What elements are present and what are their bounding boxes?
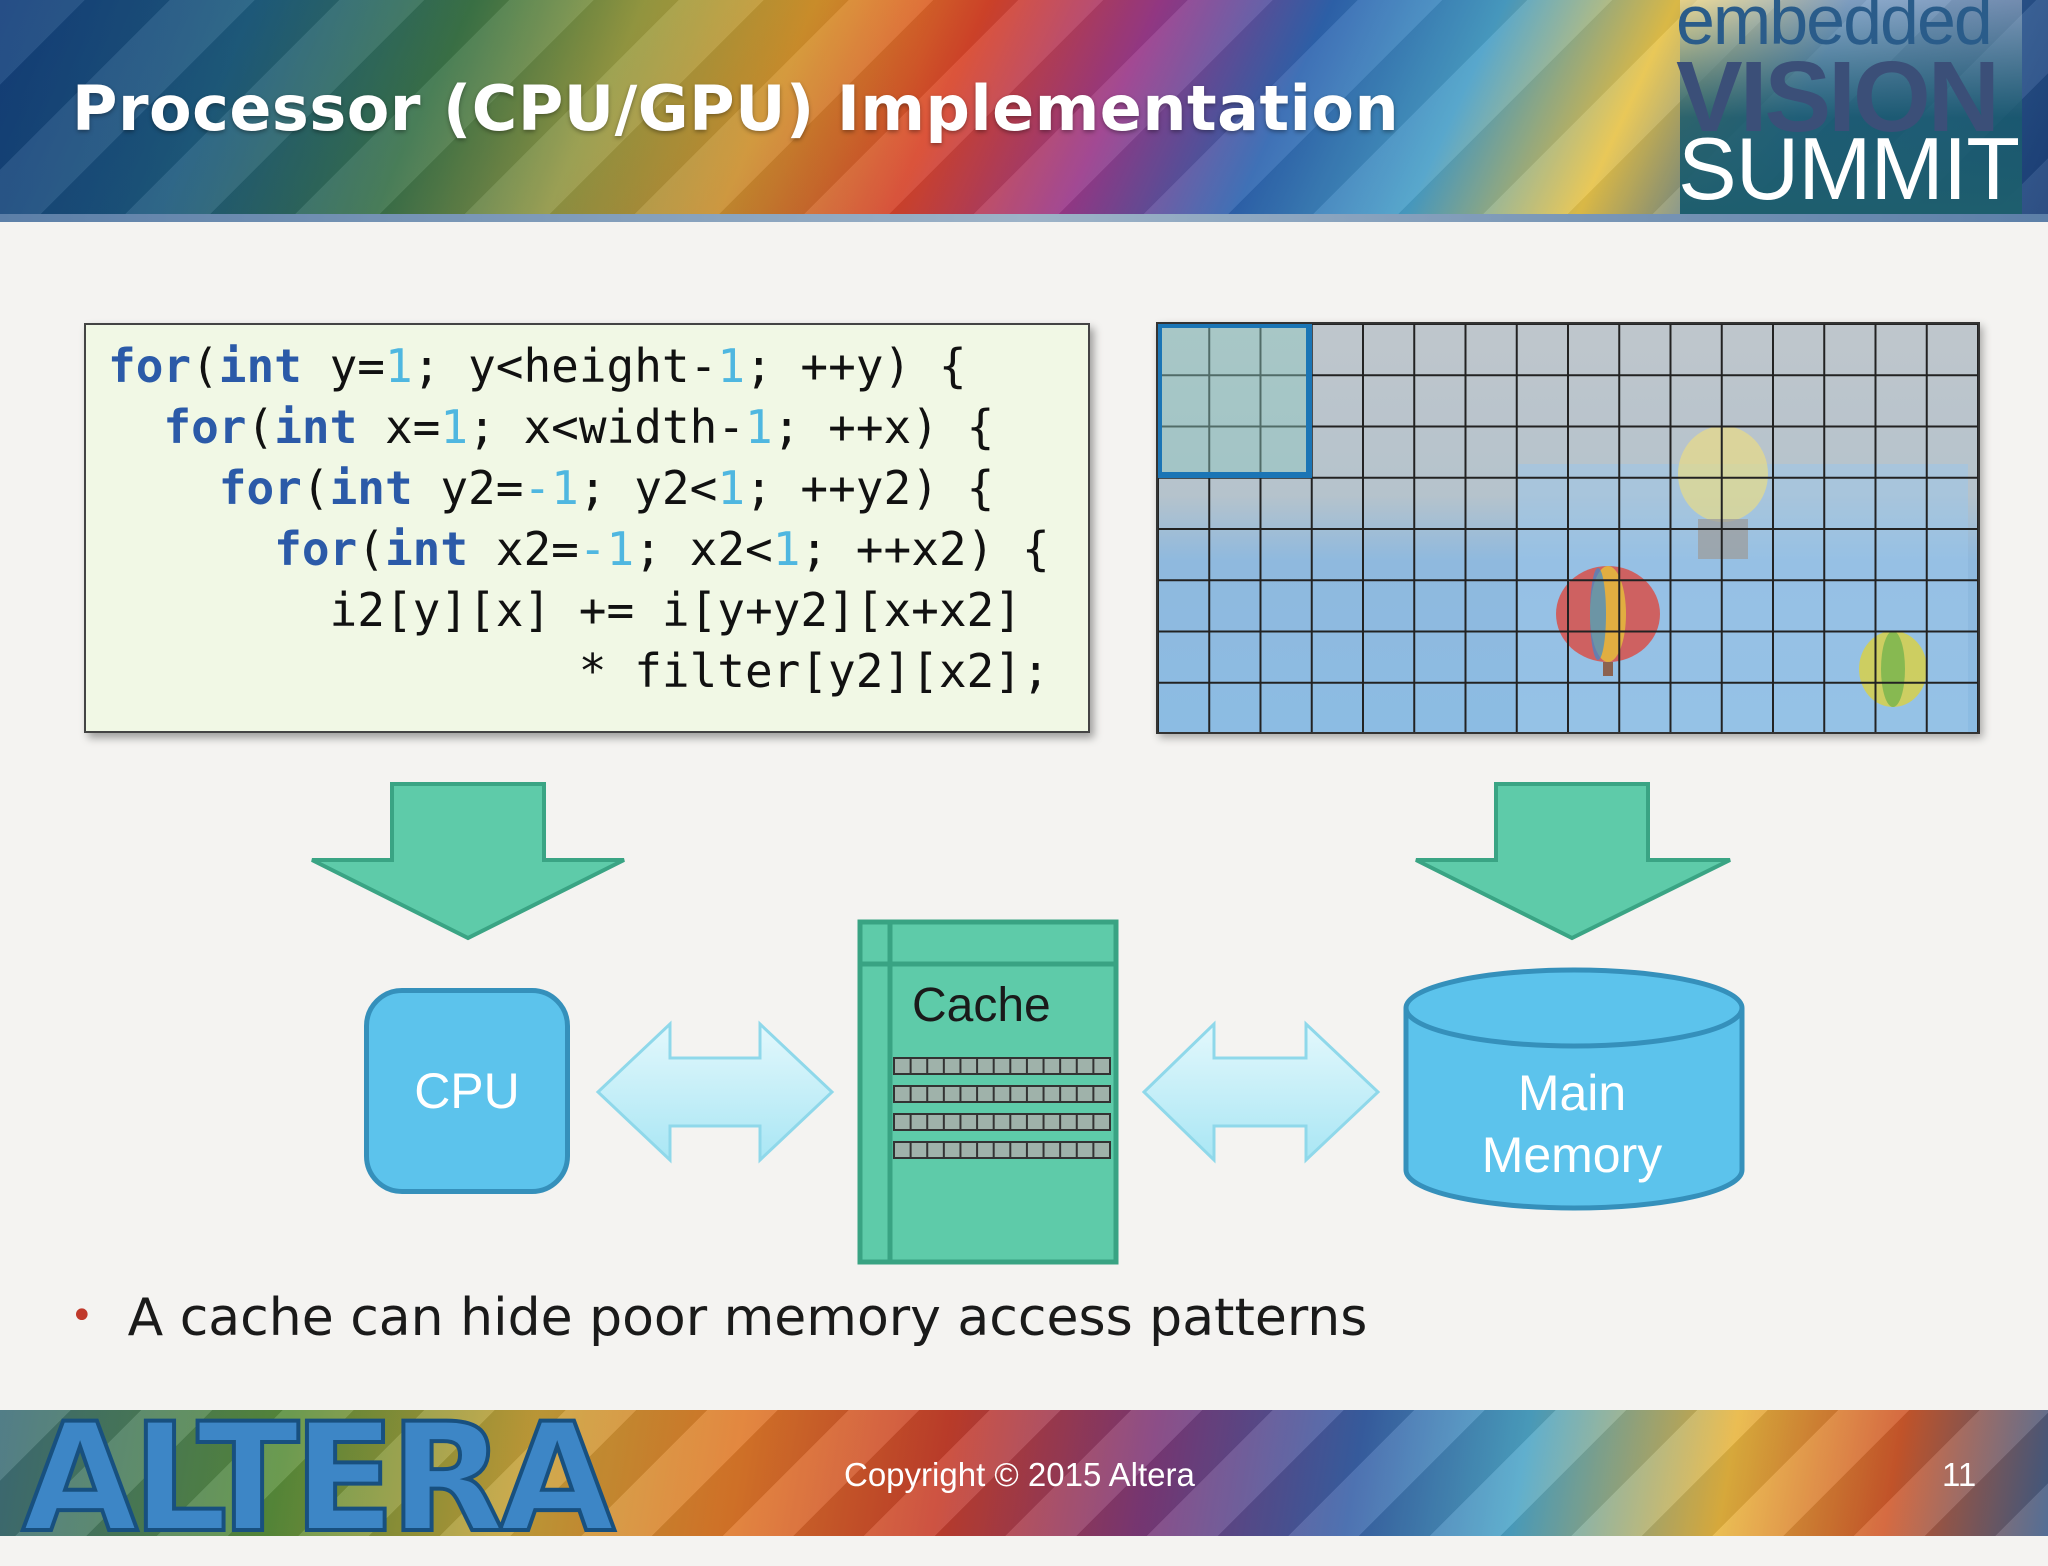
bullet-text: A cache can hide poor memory access patt…: [127, 1288, 1368, 1348]
code-number: 1: [717, 461, 746, 515]
event-logo-embedded: embedded: [1676, 0, 1993, 59]
code-line: for(int y=1; y<height-1; ++y) {: [108, 339, 967, 393]
main-memory-cylinder: [1403, 967, 1745, 1211]
cache-line-row: [893, 1141, 1111, 1159]
code-keyword: for: [274, 522, 358, 576]
image-pixel-grid: [1156, 322, 1980, 734]
cache-label: Cache: [912, 979, 1051, 1032]
code-keyword: int: [218, 339, 302, 393]
cache-block: [857, 919, 1119, 1265]
code-keyword: for: [218, 461, 302, 515]
code-text: ; ++x2) {: [800, 522, 1050, 576]
code-line: for(int x=1; x<width-1; ++x) {: [108, 400, 994, 454]
code-text: (: [191, 339, 219, 393]
grid-lines: [1158, 324, 1978, 732]
event-logo-summit: SUMMIT: [1678, 119, 2020, 218]
code-line: i2[y][x] += i[y+y2][x+x2]: [108, 583, 1022, 637]
copyright-text: Copyright © 2015 Altera: [844, 1456, 1195, 1493]
code-text: * filter[y2][x2];: [108, 644, 1050, 698]
code-number: 1: [440, 400, 469, 454]
cpu-block: CPU: [364, 988, 570, 1194]
code-text: (: [357, 522, 385, 576]
code-text: (: [246, 400, 275, 454]
code-keyword: int: [329, 461, 413, 515]
bullet-dot-icon: •: [70, 1293, 94, 1339]
code-number: 1: [772, 522, 801, 576]
code-text: ; ++y2) {: [745, 461, 995, 515]
cache-lines: [893, 1057, 1111, 1159]
down-arrow-left: [311, 782, 625, 941]
code-text: ; x<width-: [468, 400, 746, 454]
main-memory-label: Main Memory: [1404, 1062, 1740, 1186]
filter-window-highlight: [1158, 324, 1312, 478]
code-number: 1: [384, 339, 413, 393]
code-text: y=: [301, 339, 385, 393]
cpu-cache-double-arrow: [595, 1020, 835, 1164]
event-logo-vision: VISION: [1676, 41, 2000, 153]
code-text: ; y<height-: [412, 339, 718, 393]
company-logo: ALTERA: [20, 1392, 617, 1566]
code-number: -1: [578, 522, 635, 576]
code-number: 1: [717, 339, 746, 393]
code-keyword: int: [384, 522, 469, 576]
code-keyword: for: [163, 400, 247, 454]
header-divider: [0, 214, 2048, 222]
slide-title: Processor (CPU/GPU) Implementation: [72, 72, 1400, 145]
code-keyword: int: [274, 400, 358, 454]
code-text: x2=: [468, 522, 579, 576]
code-text: i2[y][x] += i[y+y2][x+x2]: [108, 583, 1022, 637]
code-text: x=: [357, 400, 441, 454]
event-logo-backdrop: [1680, 0, 2022, 214]
code-line: * filter[y2][x2];: [108, 644, 1050, 698]
code-number: 1: [745, 400, 773, 454]
footer-banner: [0, 1410, 2048, 1536]
code-text: ; y2<: [578, 461, 718, 515]
cache-line-row: [893, 1057, 1111, 1075]
code-listing: for(int y=1; y<height-1; ++y) { for(int …: [84, 323, 1090, 733]
code-line: for(int x2=-1; x2<1; ++x2) {: [108, 522, 1050, 576]
code-line: for(int y2=-1; y2<1; ++y2) {: [108, 461, 995, 515]
main-memory-label-line2: Memory: [1481, 1127, 1663, 1183]
code-text: (: [301, 461, 330, 515]
code-text: ; ++x) {: [772, 400, 995, 454]
code-text: y2=: [412, 461, 524, 515]
page-number: 11: [1942, 1456, 1977, 1493]
cache-line-row: [893, 1085, 1111, 1103]
code-keyword: for: [108, 339, 192, 393]
code-text: ; ++y) {: [745, 339, 967, 393]
code-number: -1: [523, 461, 579, 515]
main-memory-label-line1: Main: [1517, 1065, 1627, 1121]
code-text: ; x2<: [634, 522, 773, 576]
cache-line-row: [893, 1113, 1111, 1131]
down-arrow-right: [1415, 782, 1731, 941]
memory-hierarchy-diagram: [311, 782, 1745, 1265]
bullet-item: • A cache can hide poor memory access pat…: [70, 1288, 1367, 1348]
cache-memory-double-arrow: [1141, 1020, 1381, 1164]
